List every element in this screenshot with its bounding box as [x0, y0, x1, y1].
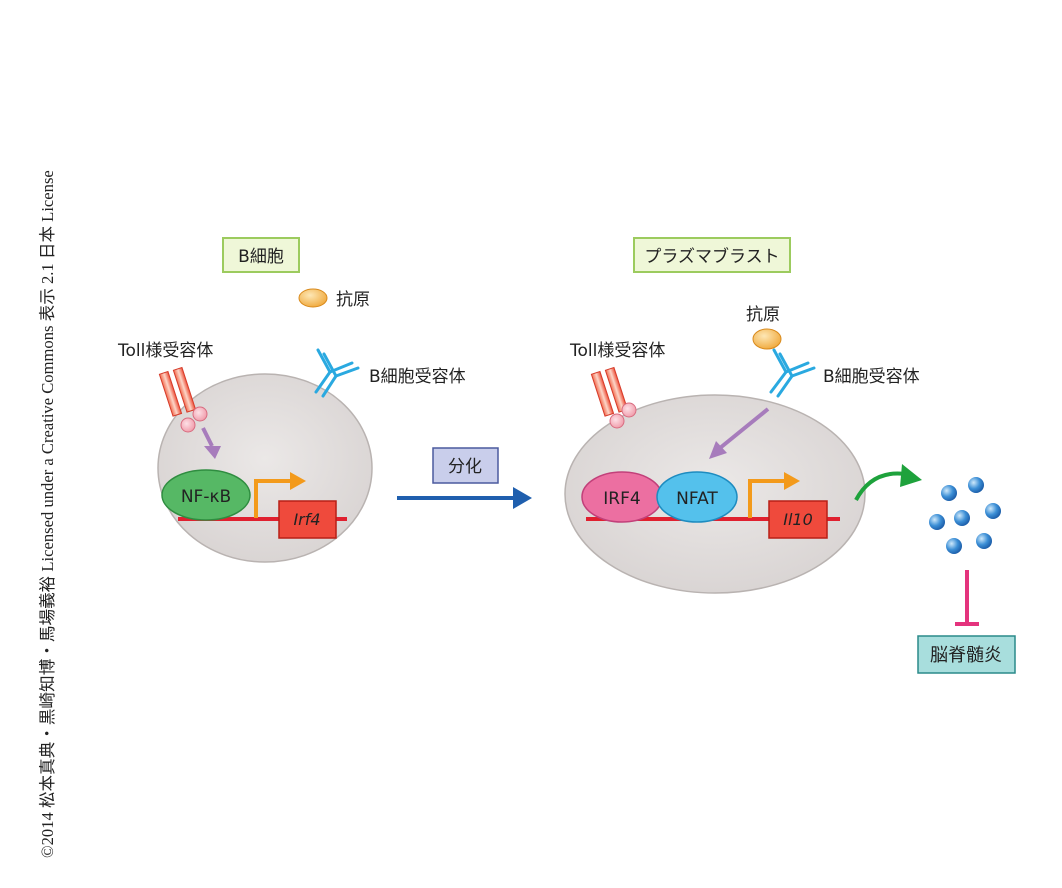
- il10-molecule: [929, 514, 945, 530]
- il10-molecules: [929, 477, 1001, 554]
- signaling-arrow: [201, 427, 221, 459]
- antigen-label: 抗原: [336, 290, 370, 310]
- toll-like-receptor-icon: [158, 366, 208, 433]
- secretion-arrow: [854, 471, 906, 501]
- il10-molecule: [946, 538, 962, 554]
- nfat-factor: [656, 471, 738, 523]
- b-cell-title: B細胞: [238, 247, 284, 267]
- il10-gene-box: [768, 500, 828, 539]
- nf-kb-factor: [161, 469, 251, 521]
- antigen-icon: [298, 288, 328, 308]
- secretion-arrow-head: [900, 464, 922, 487]
- b-cell-receptor-icon-right: [769, 348, 816, 398]
- b-cell-receptor-icon: [314, 348, 360, 398]
- plasmablast-title: プラズマブラスト: [644, 246, 779, 267]
- encephalomyelitis-label: 脳脊髄炎: [930, 645, 1002, 666]
- il10-molecule: [941, 485, 957, 501]
- differentiation-label: 分化: [448, 457, 482, 477]
- il10-molecule: [954, 510, 970, 526]
- nfat-factor-label: NFAT: [676, 489, 718, 509]
- b-cell-title-box: [222, 237, 300, 273]
- transcription-start-arrow: [254, 472, 306, 518]
- encephalomyelitis-box: [917, 635, 1016, 674]
- il10-molecule: [976, 533, 992, 549]
- differentiation-transition: 分化: [397, 447, 532, 509]
- signaling-arrow-right: [709, 407, 770, 459]
- toll-like-receptor-icon-right: [590, 366, 637, 429]
- toll-like-receptor-label-right: Toll様受容体: [569, 341, 665, 361]
- nf-kb-label: NF-κB: [181, 487, 231, 507]
- irf4-factor-label: IRF4: [603, 489, 640, 509]
- irf4-gene-box: [278, 500, 337, 539]
- plasmablast-title-box: [633, 237, 791, 273]
- il10-molecule: [968, 477, 984, 493]
- toll-like-receptor-label: Toll様受容体: [117, 341, 213, 361]
- differentiation-arrow-head: [513, 487, 532, 509]
- b-cell-receptor-label: B細胞受容体: [369, 367, 466, 387]
- transcription-start-arrow-right: [748, 472, 800, 518]
- il10-molecule: [985, 503, 1001, 519]
- secretion-outcome: 脳脊髄炎: [854, 464, 1016, 674]
- bound-antigen-icon: [752, 328, 782, 350]
- differentiation-box: [432, 447, 499, 484]
- antigen-label-right: 抗原: [746, 305, 780, 325]
- right-panel: プラズマブラスト 抗原 Toll様受容体 B細胞受容体: [564, 237, 920, 594]
- il10-gene-label: Il10: [783, 510, 813, 529]
- irf4-gene-label: Irf4: [293, 510, 320, 529]
- left-panel: B細胞 抗原 Toll様受容体 B細胞受容体: [117, 237, 466, 563]
- b-cell-receptor-label-right: B細胞受容体: [823, 367, 920, 387]
